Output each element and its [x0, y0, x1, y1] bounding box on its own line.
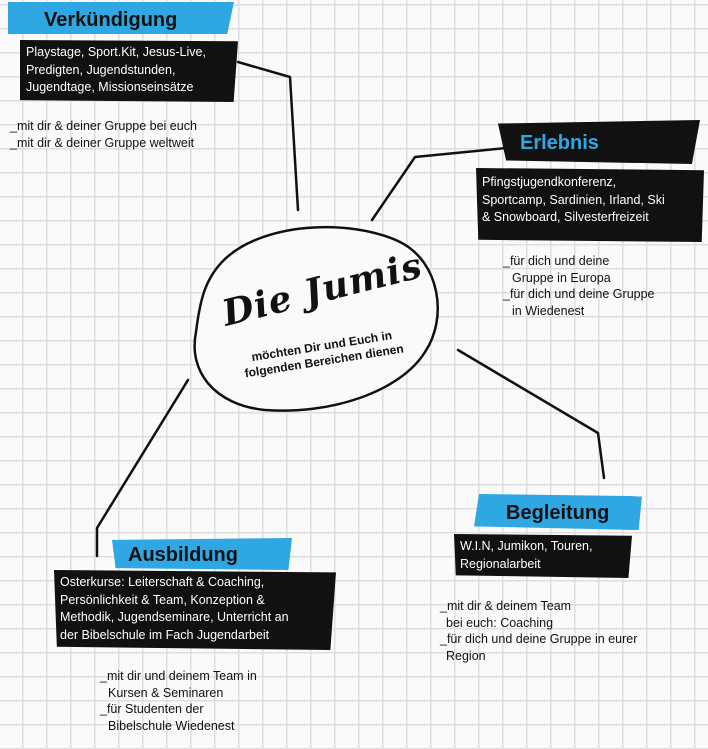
- begleitung-item: W.I.N, Jumikon, Touren,: [460, 539, 593, 553]
- connector-erlebnis: [370, 145, 519, 222]
- note-line: _mit dir & deinem Team: [440, 599, 572, 613]
- note-line: _für dich und deine Gruppe: [503, 287, 655, 301]
- ausbildung-label: Ausbildung: [112, 538, 292, 570]
- verkuendigung-item: Predigten, Jugendstunden,: [26, 62, 176, 77]
- erlebnis-box: Pfingstjugendkonferenz, Sportcamp, Sardi…: [476, 168, 704, 242]
- verkuendigung-title: Verkündigung: [44, 9, 178, 31]
- ausbildung-notes: _mit dir und deinem Team in Kursen & Sem…: [100, 668, 257, 734]
- note-line: _mit dir & deiner Gruppe bei euch: [10, 119, 197, 133]
- begleitung-notes: _mit dir & deinem Team bei euch: Coachin…: [440, 598, 637, 664]
- begleitung-title: Begleitung: [506, 502, 610, 524]
- begleitung-label: Begleitung: [474, 494, 642, 530]
- erlebnis-item: Pfingstjugendkonferenz,: [482, 175, 617, 189]
- verkuendigung-label: Verkündigung: [8, 2, 234, 34]
- note-line: _für dich und deine: [503, 254, 610, 268]
- verkuendigung-item: Jugendtage, Missionseinsätze: [26, 80, 194, 94]
- ausbildung-item: Persönlichkeit & Team, Konzeption &: [60, 592, 265, 607]
- note-line: _für dich und deine Gruppe in eurer: [440, 632, 638, 646]
- note-line: Region: [446, 648, 486, 663]
- erlebnis-item: & Snowboard, Silvesterfreizeit: [482, 210, 649, 224]
- begleitung-item: Regionalarbeit: [460, 556, 541, 571]
- note-line: bei euch: Coaching: [446, 615, 554, 630]
- ausbildung-item: Osterkurse: Leiterschaft & Coaching,: [60, 575, 265, 589]
- note-line: _mit dir und deinem Team in: [100, 669, 257, 683]
- note-line: Bibelschule Wiedenest: [108, 718, 235, 733]
- ausbildung-item: der Bibelschule im Fach Jugendarbeit: [60, 627, 270, 642]
- connector-begleitung: [456, 348, 606, 480]
- note-line: in Wiedenest: [512, 303, 585, 318]
- erlebnis-item: Sportcamp, Sardinien, Irland, Ski: [482, 192, 665, 207]
- connector-ausbildung: [95, 378, 190, 558]
- verkuendigung-item: Playstage, Sport.Kit, Jesus-Live,: [26, 45, 206, 59]
- ausbildung-box: Osterkurse: Leiterschaft & Coaching, Per…: [54, 570, 336, 650]
- connector-verkuendigung: [236, 60, 300, 212]
- center-blob: [193, 225, 439, 412]
- note-line: Kursen & Seminaren: [108, 685, 224, 700]
- ausbildung-item: Methodik, Jugendseminare, Unterricht an: [60, 610, 289, 624]
- note-line: Gruppe in Europa: [512, 270, 611, 285]
- begleitung-box: W.I.N, Jumikon, Touren, Regionalarbeit: [454, 534, 632, 578]
- erlebnis-label: Erlebnis: [498, 120, 700, 164]
- erlebnis-notes: _für dich und deine Gruppe in Europa _fü…: [503, 253, 655, 319]
- note-line: _mit dir & deiner Gruppe weltweit: [10, 135, 195, 150]
- note-line: _für Studenten der: [100, 702, 204, 716]
- verkuendigung-box: Playstage, Sport.Kit, Jesus-Live, Predig…: [20, 40, 238, 102]
- ausbildung-title: Ausbildung: [128, 544, 238, 566]
- erlebnis-title: Erlebnis: [520, 132, 599, 154]
- verkuendigung-notes: _mit dir & deiner Gruppe bei euch _mit d…: [10, 118, 197, 151]
